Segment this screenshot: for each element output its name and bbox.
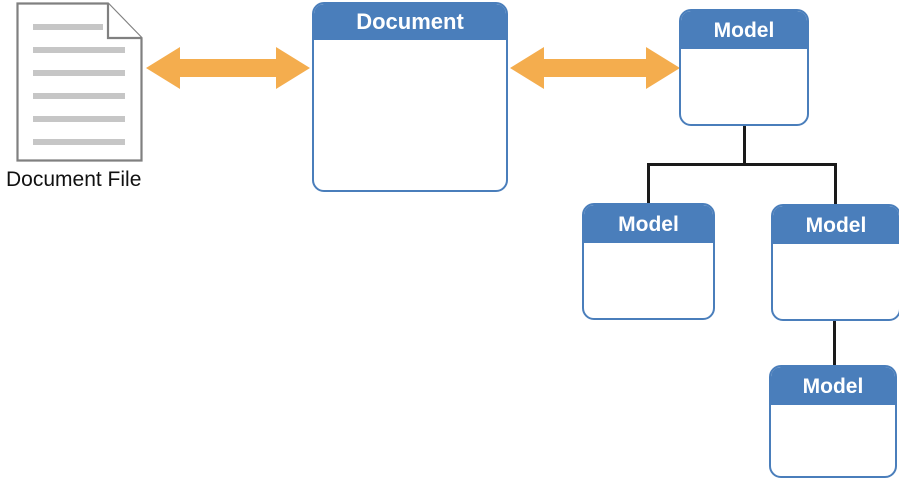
node-model-leaf[interactable]: Model <box>769 365 897 478</box>
node-model-root-title: Model <box>681 11 807 49</box>
node-model-right-title: Model <box>773 206 899 244</box>
connector-left-drop <box>647 163 650 205</box>
connector-right-drop <box>834 163 837 206</box>
connector-right-to-leaf <box>833 320 836 366</box>
node-document-title: Document <box>314 4 506 40</box>
node-model-left-title: Model <box>584 205 713 243</box>
document-file-label: Document File <box>6 168 142 191</box>
connector-root-stem <box>743 126 746 165</box>
connector-horizontal-bar <box>647 163 837 166</box>
node-document[interactable]: Document <box>312 2 508 192</box>
arrow-document-to-model-icon <box>510 44 680 92</box>
arrow-doc-to-document-icon <box>146 44 310 92</box>
node-model-leaf-title: Model <box>771 367 895 405</box>
node-model-left[interactable]: Model <box>582 203 715 320</box>
node-model-root[interactable]: Model <box>679 9 809 126</box>
node-model-right[interactable]: Model <box>771 204 899 321</box>
document-page-icon <box>16 2 143 162</box>
